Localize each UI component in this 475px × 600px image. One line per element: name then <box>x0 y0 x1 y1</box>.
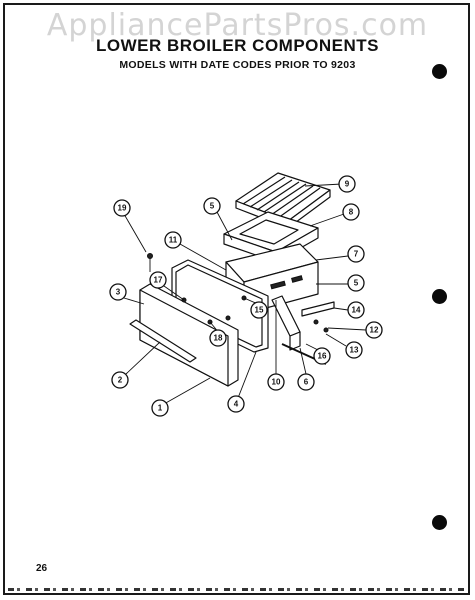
callout-19: 19 <box>113 199 131 217</box>
callout-7: 7 <box>347 245 365 263</box>
callout-14: 14 <box>347 301 365 319</box>
binder-hole-middle <box>432 289 447 304</box>
page-number: 26 <box>36 563 48 574</box>
callout-10-label: 10 <box>272 378 281 387</box>
callout-18-label: 18 <box>214 334 223 343</box>
callout-5-right: 5 <box>347 274 365 292</box>
callout-2: 2 <box>111 371 129 389</box>
trim-strip <box>129 319 197 363</box>
callout-18: 18 <box>209 329 227 347</box>
drawer-rail <box>301 301 335 317</box>
leader-lines <box>123 183 367 405</box>
callout-15: 15 <box>250 301 268 319</box>
callout-8: 8 <box>342 203 360 221</box>
callout-3-label: 3 <box>116 288 121 297</box>
callout-6-label: 6 <box>304 378 309 387</box>
binder-hole-top <box>432 64 447 79</box>
page-border <box>3 3 470 595</box>
callout-6: 6 <box>297 373 315 391</box>
callout-13-label: 13 <box>350 346 359 355</box>
callout-5-top: 5 <box>203 197 221 215</box>
callout-3: 3 <box>109 283 127 301</box>
scan-edge-noise <box>8 588 466 591</box>
callout-4-label: 4 <box>234 400 239 409</box>
page-subtitle: MODELS WITH DATE CODES PRIOR TO 9203 <box>119 59 356 71</box>
callout-12-label: 12 <box>370 326 379 335</box>
callout-16: 16 <box>313 347 331 365</box>
callout-13: 13 <box>345 341 363 359</box>
callout-10: 10 <box>267 373 285 391</box>
callout-11: 11 <box>164 231 182 249</box>
callout-7-label: 7 <box>354 250 359 259</box>
callout-1-label: 1 <box>158 404 163 413</box>
callout-11-label: 11 <box>169 236 178 245</box>
callout-19-label: 19 <box>118 204 127 213</box>
callout-4: 4 <box>227 395 245 413</box>
callout-17-label: 17 <box>154 276 163 285</box>
watermark: AppliancePartsPros.com <box>46 8 429 43</box>
callout-9: 9 <box>338 175 356 193</box>
callout-8-label: 8 <box>349 208 354 217</box>
binder-hole-bottom <box>432 515 447 530</box>
callout-5-top-label: 5 <box>210 202 215 211</box>
callout-17: 17 <box>149 271 167 289</box>
callout-5-right-label: 5 <box>354 279 359 288</box>
callout-16-label: 16 <box>318 352 327 361</box>
page-title: LOWER BROILER COMPONENTS <box>95 36 380 55</box>
callout-14-label: 14 <box>352 306 361 315</box>
drawer-front-panel <box>139 283 239 387</box>
callout-15-label: 15 <box>255 306 264 315</box>
callout-9-label: 9 <box>345 180 350 189</box>
callout-2-label: 2 <box>118 376 123 385</box>
callout-12: 12 <box>365 321 383 339</box>
callout-1: 1 <box>151 399 169 417</box>
